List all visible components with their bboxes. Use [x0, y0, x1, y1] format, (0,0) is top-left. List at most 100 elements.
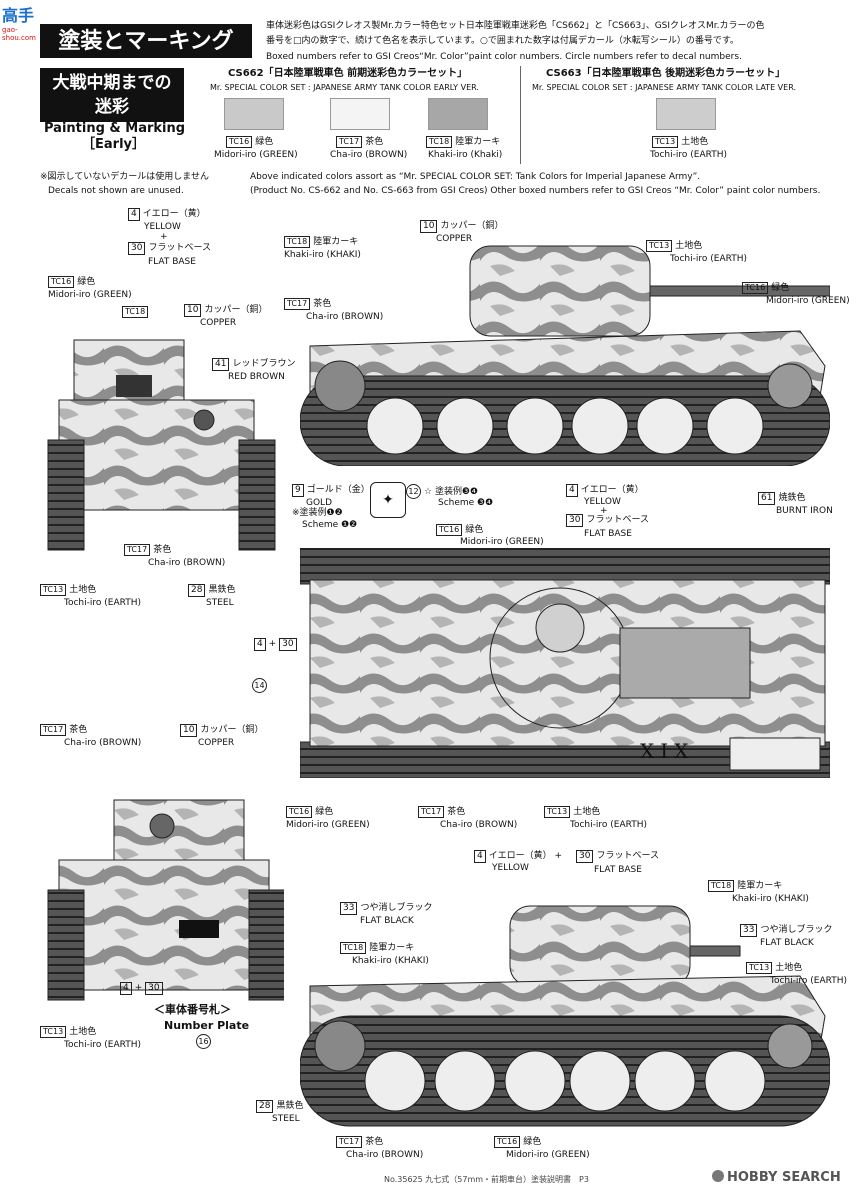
callout-khaki-side-en: Khaki-iro (KHAKI)	[284, 250, 361, 260]
callout-green-lower-en: Midori-iro (GREEN)	[506, 1150, 590, 1160]
tank-side-view-lower	[300, 905, 830, 1127]
swatch-tc13	[656, 98, 716, 130]
swatch-tc18-en: Khaki-iro (Khaki)	[428, 150, 503, 160]
callout-earth-rear-en: Tochi-iro (EARTH)	[64, 1040, 141, 1050]
number-plate-en: Number Plate	[164, 1019, 250, 1032]
callout-steel-lower-en: STEEL	[272, 1114, 300, 1124]
set-cs662-title: CS662「日本陸軍戦車色 前期迷彩色カラーセット」	[228, 68, 468, 79]
callout-decal12-en: Scheme ❸❹	[438, 498, 494, 508]
scheme-title-en: Painting & Marking	[44, 121, 186, 136]
logo-top: 高手	[2, 6, 35, 25]
swatch-tc17-en: Cha-iro (BROWN)	[330, 150, 408, 160]
callout-flatblack-right-en: FLAT BLACK	[760, 938, 814, 948]
callout-earth-top-en: Tochi-iro (EARTH)	[570, 820, 647, 830]
callout-4-30-top: 4+ 30	[254, 638, 300, 651]
callout-scheme12-en: Scheme ❶❷	[302, 520, 358, 530]
set-cs663-en: Mr. SPECIAL COLOR SET : JAPANESE ARMY TA…	[532, 83, 797, 92]
scheme-banner: 大戦中期までの迷彩	[40, 68, 184, 122]
callout-green-top-en: Midori-iro (GREEN)	[460, 537, 544, 547]
callout-copper-side-en: COPPER	[436, 234, 473, 244]
callout-4-30-rear: 4+ 30	[120, 982, 166, 995]
callout-yellow-front-en: YELLOW	[144, 222, 181, 232]
callout-earth-lower-en: Tochi-iro (EARTH)	[770, 976, 847, 986]
callout-flatbase-top-en: FLAT BASE	[584, 529, 632, 539]
swatch-tc13-en: Tochi-iro (EARTH)	[650, 150, 727, 160]
callout-flatbase-front-en: FLAT BASE	[148, 257, 196, 267]
header-note-jp-1: 車体迷彩色はGSIクレオス製Mr.カラー特色セット日本陸軍戦車迷彩色「CS662…	[266, 21, 765, 31]
tank-front-view-upper	[47, 339, 276, 551]
callout-khaki-front: TC18	[122, 306, 151, 318]
callout-yellow-top-en: YELLOW	[584, 497, 621, 507]
page-title: 塗装とマーキング	[40, 24, 252, 58]
callout-flatblack-left-en: FLAT BLACK	[360, 916, 414, 926]
callout-khaki-lower-right-en: Khaki-iro (KHAKI)	[732, 894, 809, 904]
footer-brand: HOBBY SEARCH	[712, 1170, 841, 1184]
callout-brown-side-en: Cha-iro (BROWN)	[306, 312, 384, 322]
swatch-tc16-en: Midori-iro (GREEN)	[214, 150, 298, 160]
header-note-jp-2: 番号を□内の数字で、続けて色名を表示しています。○で囲まれた数字は付属デカール（…	[266, 36, 739, 46]
callout-green-side-en: Midori-iro (GREEN)	[766, 296, 850, 306]
decal-note-jp: ※図示していないデカールは使用しません	[40, 172, 210, 182]
callout-burnt-en: BURNT IRON	[776, 506, 833, 516]
logo-bottom: gao-shou.com	[2, 26, 36, 42]
callout-copper-rear-en: COPPER	[198, 738, 235, 748]
callout-gold-en: GOLD	[306, 498, 333, 508]
callout-redbrown-en: RED BROWN	[228, 372, 285, 382]
number-plate-jp: ＜車体番号札＞	[154, 1003, 231, 1016]
callout-brown-top-en: Cha-iro (BROWN)	[440, 820, 518, 830]
site-logo: 高手 gao-shou.com	[2, 2, 42, 42]
callout-earth-side-en: Tochi-iro (EARTH)	[670, 254, 747, 264]
callout-plus-front: +	[160, 232, 168, 242]
assort-note-2: (Product No. CS-662 and No. CS-663 from …	[250, 186, 821, 196]
set-cs663-title: CS663「日本陸軍戦車色 後期迷彩色カラーセット」	[546, 68, 786, 79]
brand-icon	[712, 1170, 724, 1182]
footer-text: No.35625 九七式（57mm・前期車台）塗装説明書 P3	[384, 1175, 589, 1184]
hull-marking: XIX	[640, 739, 695, 763]
callout-earth-front-en: Tochi-iro (EARTH)	[64, 598, 141, 608]
callout-decal16: 16	[196, 1034, 214, 1049]
swatch-tc18	[428, 98, 488, 130]
tank-side-view-upper	[300, 245, 830, 466]
callout-decal14: 14	[252, 678, 270, 693]
callout-flatbase-lower-en: FLAT BASE	[594, 865, 642, 875]
callout-steel-front-en: STEEL	[206, 598, 234, 608]
callout-green-front-en: Midori-iro (GREEN)	[48, 290, 132, 300]
callout-khaki-lower-en: Khaki-iro (KHAKI)	[352, 956, 429, 966]
callout-brown-front-en: Cha-iro (BROWN)	[148, 558, 226, 568]
callout-decal12: 12☆ 塗装例❸❹	[406, 484, 478, 499]
